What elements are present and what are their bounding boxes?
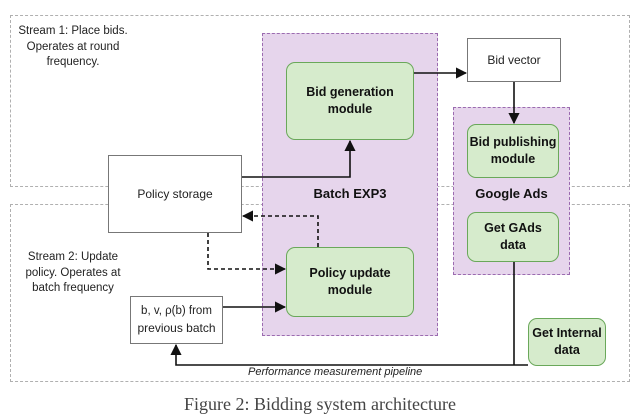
pipeline-label: Performance measurement pipeline: [248, 366, 423, 378]
bid-vector-box: Bid vector: [467, 38, 561, 82]
stream-1-label: Stream 1: Place bids. Operates at round …: [18, 25, 128, 69]
pipeline-line: [170, 343, 528, 366]
stream-2-label: Stream 2: Update policy. Operates at bat…: [25, 251, 121, 295]
policy-storage-box: Policy storage: [108, 155, 242, 233]
batch-exp3-label: Batch EXP3: [313, 186, 387, 201]
arrow-policy-update-to-storage: [241, 210, 319, 247]
arrow-storage-to-policy-update: [207, 233, 287, 275]
arrow-storage-to-bid-generation: [242, 139, 356, 178]
figure-caption: Figure 2: Bidding system architecture: [184, 394, 456, 414]
google-ads-label: Google Ads: [475, 186, 548, 201]
